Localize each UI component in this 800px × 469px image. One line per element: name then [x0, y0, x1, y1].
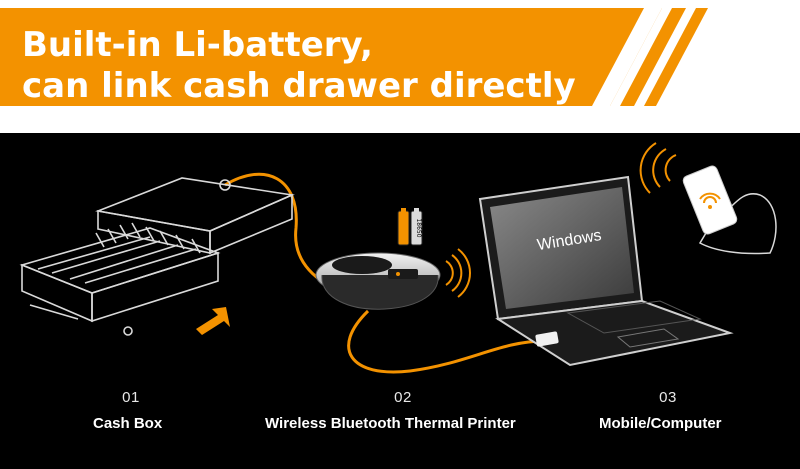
- headline-line-2: can link cash drawer directly: [22, 66, 576, 106]
- usb-cable: [347, 309, 546, 374]
- step-label-cash-box: Cash Box: [93, 415, 163, 432]
- step-number-1: 01: [122, 389, 140, 406]
- laptop: Windows: [478, 175, 734, 367]
- step-number-2: 02: [394, 389, 412, 406]
- battery-label: 18650: [415, 218, 422, 237]
- usb-plug-icon: [535, 331, 559, 347]
- wifi-icon: [703, 196, 717, 204]
- printer: [315, 252, 441, 310]
- step-label-printer: Wireless Bluetooth Thermal Printer: [265, 415, 516, 432]
- step-number-3: 03: [659, 389, 677, 406]
- banner: Built-in Li-battery, can link cash drawe…: [0, 6, 800, 106]
- battery-icon: 18650: [397, 208, 423, 246]
- banner-shape: [0, 8, 708, 106]
- printer-wifi-icon: [445, 248, 471, 298]
- step-label-mobile-computer: Mobile/Computer: [599, 415, 722, 432]
- cash-drawer: [19, 177, 295, 336]
- illustration: 18650 Windows: [19, 142, 777, 374]
- arrow-icon: [196, 307, 230, 335]
- illustration-panel: 18650 Windows: [0, 133, 800, 469]
- smartphone: [682, 165, 777, 255]
- phone-wifi-waves: [639, 142, 677, 194]
- headline-line-1: Built-in Li-battery,: [22, 25, 373, 65]
